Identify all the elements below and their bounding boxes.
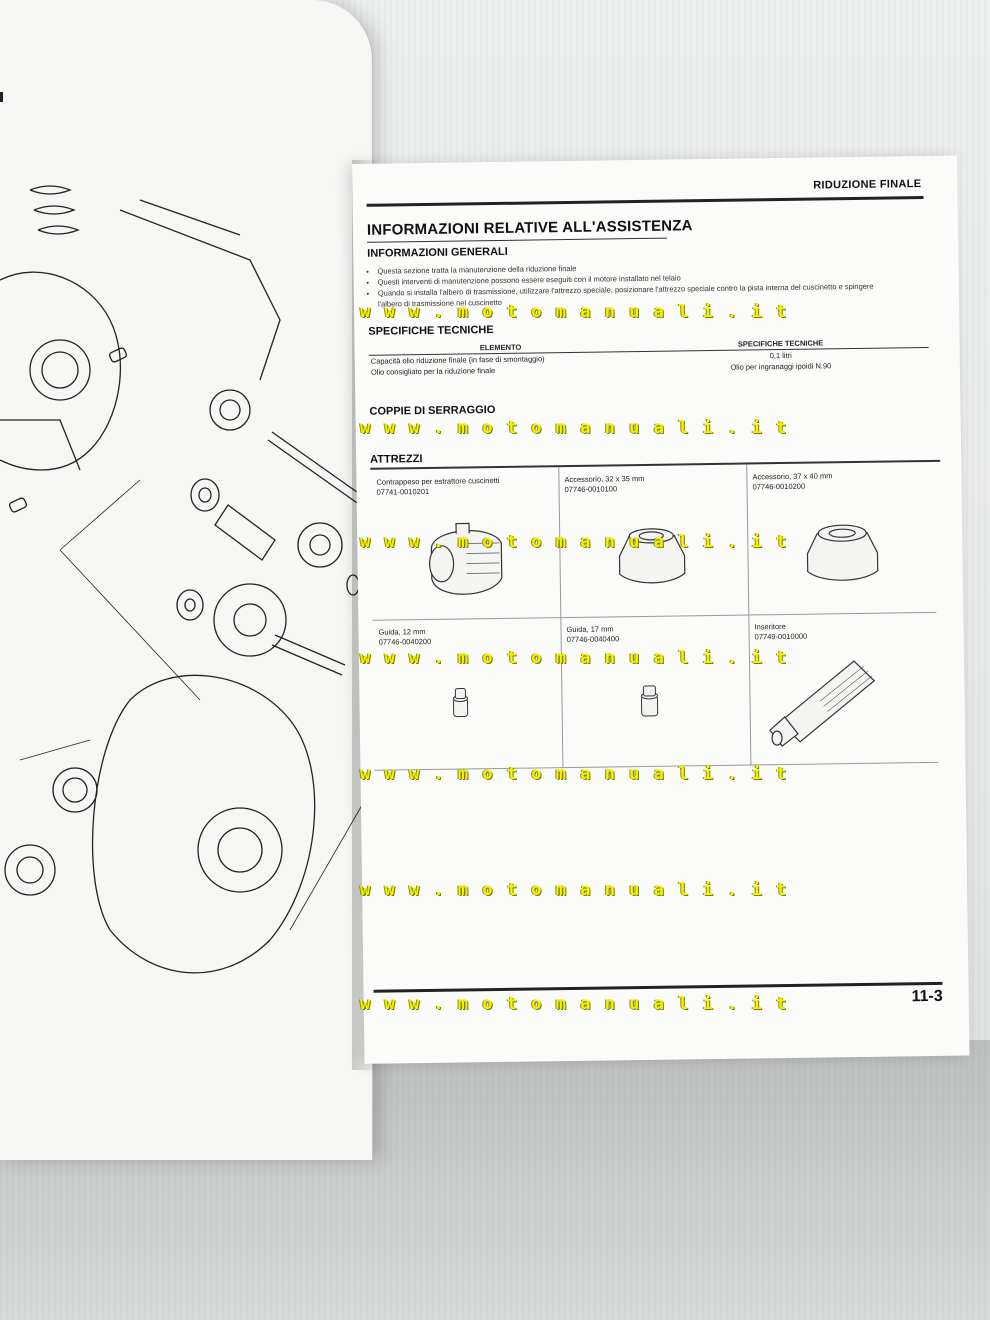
specs-table: ELEMENTO SPECIFICHE TECNICHE Capacità ol… (368, 335, 929, 378)
tool-code: 07746-0010200 (752, 481, 806, 492)
exploded-diagram (0, 185, 366, 974)
tool-name: Guida, 17 mm (566, 624, 614, 635)
tool-cell: Accessorio, 37 x 40 mm 07746-0010200 (746, 461, 937, 616)
tool-cell: Accessorio, 32 x 35 mm 07746-0010100 (558, 464, 750, 619)
chapter-title: RIDUZIONE FINALE (813, 178, 922, 192)
watermark-text: w w w . m o t o m a n u a l i . i t (360, 532, 789, 552)
tool-code: 07741-0010201 (376, 486, 430, 497)
right-page: RIDUZIONE FINALE INFORMAZIONI RELATIVE A… (352, 155, 970, 1064)
attachment-37x40-icon (806, 524, 879, 581)
attachment-32x35-icon (618, 528, 686, 584)
tool-code: 07746-0040200 (378, 636, 432, 647)
watermark-text: w w w . m o t o m a n u a l i . i t (360, 302, 789, 322)
chapter-rule (366, 196, 924, 207)
tool-name: Accessorio, 37 x 40 mm (752, 471, 833, 482)
watermark-text: w w w . m o t o m a n u a l i . i t (360, 648, 789, 668)
tool-code: 07746-0040400 (566, 634, 620, 645)
tools-grid: Contrappeso per estrattore cuscinetti 07… (370, 459, 945, 780)
tool-name: Accessorio, 32 x 35 mm (564, 473, 645, 485)
tool-name: Inseritore (754, 621, 786, 632)
tool-name: Contrappeso per estrattore cuscinetti (376, 475, 500, 487)
section-rule (367, 237, 668, 243)
tool-cell: Guida, 12 mm 07746-0040200 (372, 617, 564, 771)
page-number: 11-3 (911, 987, 943, 1006)
guide-17mm-icon (640, 685, 659, 717)
watermark-text: w w w . m o t o m a n u a l i . i t (360, 764, 789, 784)
guide-12mm-icon (452, 687, 469, 718)
watermark-text: w w w . m o t o m a n u a l i . i t (360, 994, 789, 1014)
tool-code: 07746-0010100 (564, 484, 618, 495)
tool-cell: Guida, 17 mm 07746-0040400 (560, 614, 752, 769)
bearing-puller-weight-icon (428, 522, 503, 595)
watermark-text: w w w . m o t o m a n u a l i . i t (360, 418, 789, 438)
torque-heading: COPPIE DI SERRAGGIO (369, 404, 496, 418)
tools-heading: ATTREZZI (370, 453, 423, 466)
tool-name: Guida, 12 mm (378, 627, 426, 637)
tool-code: 07749-0010000 (754, 631, 808, 642)
tool-cell: Inseritore 07749-0010000 (748, 611, 939, 766)
watermark-text: w w w . m o t o m a n u a l i . i t (360, 880, 789, 900)
page-footer-rule (373, 981, 943, 993)
general-heading: INFORMAZIONI GENERALI (367, 245, 508, 260)
driver-icon (769, 660, 876, 747)
section-title: INFORMAZIONI RELATIVE ALL'ASSISTENZA (366, 217, 693, 239)
tool-cell: Contrappeso per estrattore cuscinetti 07… (370, 467, 562, 621)
specs-heading: SPECIFICHE TECNICHE (368, 324, 494, 338)
left-page-marker (0, 92, 13, 102)
left-page (0, 0, 373, 1160)
specs-cell: Olio consigliato per la riduzione finale (370, 366, 496, 377)
